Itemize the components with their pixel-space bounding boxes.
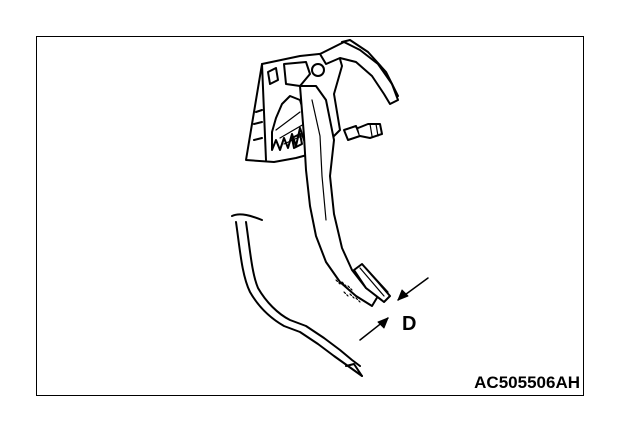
dimension-label: D — [402, 313, 417, 335]
stop-lamp-switch — [343, 123, 383, 141]
pedal-lever — [299, 85, 391, 307]
dimension-d-arrows — [359, 277, 429, 341]
pedal-pivot-arm — [319, 39, 399, 105]
figure-code: AC505506AH — [474, 373, 580, 392]
floor-panel — [231, 213, 363, 377]
